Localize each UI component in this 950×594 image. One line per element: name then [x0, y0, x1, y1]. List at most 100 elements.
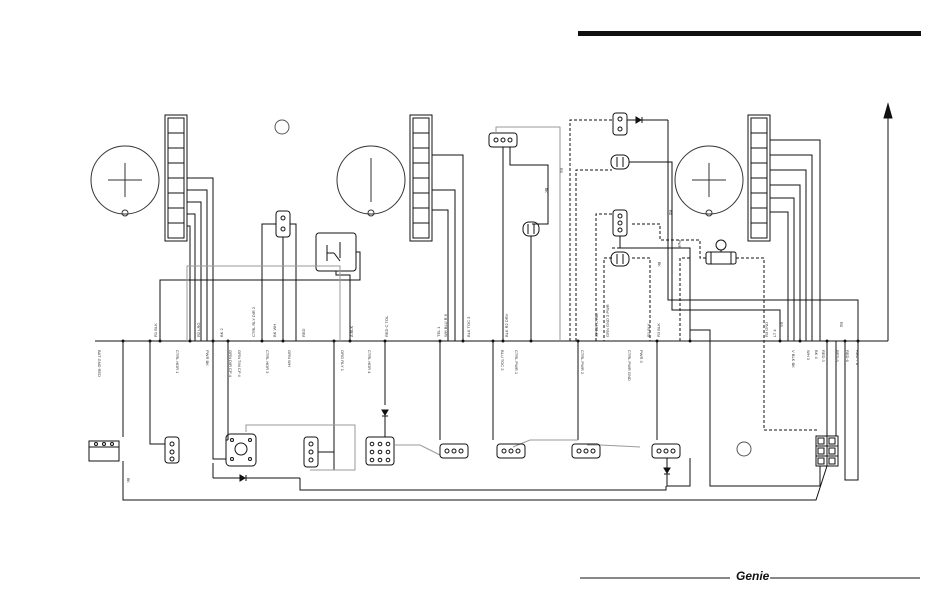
diode-low-left [213, 474, 300, 482]
branch-label: BK [126, 478, 130, 483]
connector-low-6 [571, 443, 601, 459]
wire-label: GRN WH [287, 350, 292, 367]
diode-low-mid [381, 409, 389, 417]
wires-middle-strip [432, 154, 464, 341]
bus-dots [121, 339, 860, 343]
wire-label: WH BLU R 6 [443, 313, 448, 337]
wire-label: LT 4 [772, 329, 777, 337]
wire [690, 329, 821, 487]
wire-label: RED 3 [821, 350, 826, 363]
wire [509, 147, 549, 225]
wire [149, 440, 165, 445]
branch-label: BK [657, 262, 661, 267]
connector-low-7 [651, 443, 681, 459]
wire-label: CTRL PWR 2 [580, 350, 585, 375]
connector-strip-right [747, 114, 771, 242]
wire [844, 341, 859, 481]
mounting-hole [736, 441, 752, 457]
wire [619, 236, 691, 341]
relay-box [315, 232, 357, 272]
wire-label: RED C TOL [384, 315, 389, 337]
wire-label: CTRL PWR 1 [514, 350, 519, 375]
wire-label: ORG RLY 1 [340, 350, 345, 372]
ground-return [122, 461, 828, 501]
connector-low-3 [365, 436, 395, 466]
mounting-hole [274, 119, 290, 135]
wire-label: BLU TOC 3 [500, 350, 505, 371]
gauge-right [674, 145, 744, 217]
wire [335, 271, 351, 341]
wire-label: CTRL HDR 3 [265, 350, 270, 374]
wire [666, 458, 691, 487]
connector-low-4 [439, 443, 469, 459]
branch-label: RD [559, 168, 563, 174]
wire-label: BAT GND RED [97, 350, 102, 377]
wires-left-strip [187, 177, 214, 341]
wire-label: A BLK [349, 326, 354, 337]
wire-label: PWR 3 [639, 350, 644, 363]
wire-label: GRN GND 3 PWR [605, 304, 610, 337]
header-bar [578, 31, 921, 36]
dashed-harness [569, 119, 818, 431]
diode-low-right [663, 467, 671, 475]
wire-label: BLK R2 DRV [504, 313, 509, 337]
branch-label: BK [544, 188, 548, 193]
wire-label: RED [301, 328, 306, 337]
branch-label: PWR [677, 240, 681, 249]
connector-top-1 [275, 210, 291, 238]
wire-label: R1 BLK [153, 323, 158, 337]
diode-top [627, 116, 668, 124]
wire-label: RED 5 [835, 350, 840, 363]
wire-label: SPWR CTRL [594, 313, 599, 337]
wire [261, 223, 276, 341]
connector-low-5 [496, 443, 526, 459]
wire-label: PWR BK [205, 350, 210, 366]
wire-label: R2 LRG [196, 323, 201, 337]
wire [290, 223, 297, 341]
wire-label: CTRL RLY DIR 2 [251, 306, 256, 337]
branch-labels: RD BK BK RD PWR BK RD RD [126, 168, 843, 483]
wire-label: BK 2 [219, 328, 224, 337]
connector-top-2 [488, 132, 518, 148]
wire-label: BK WH [272, 324, 277, 337]
wire-label: R3 BLK [656, 323, 661, 337]
wire-label: RED 7 8 [855, 350, 860, 366]
wire-label: CTRL HDR 1 [175, 350, 180, 374]
terminal-block [815, 435, 839, 467]
connector-strip-middle [409, 114, 433, 242]
branch-label: RD [668, 210, 672, 216]
wire-label: BLK TOC 3 [466, 316, 471, 337]
gauge-middle [336, 145, 406, 217]
wire [212, 440, 226, 460]
wire-label: WH 3 [806, 350, 811, 361]
genie-logo: Genie [736, 569, 770, 583]
wire [299, 478, 667, 491]
wire [159, 251, 361, 341]
wire-label: CTRL HDR 4 [367, 350, 372, 374]
wire-label: R3 GND [764, 322, 769, 337]
wire-label: GRN TIM CP 4 [237, 350, 242, 378]
branch-label: RD [839, 322, 843, 328]
wires-right-strip [770, 139, 821, 341]
wire-label: GRN DIR CP 4 [228, 350, 233, 378]
inline-fuse [705, 239, 737, 265]
wire-light [495, 126, 561, 341]
battery-box [88, 440, 120, 462]
wire-label: RED 6 [845, 350, 850, 363]
connector-low-1 [164, 436, 180, 464]
gauge-left [90, 145, 160, 217]
bus-drops [122, 341, 846, 470]
wire-label: CTRL PWR GND [627, 350, 632, 381]
branch-label: RD [779, 322, 783, 328]
connector-strip-left [164, 114, 188, 242]
wire [629, 161, 781, 341]
wire-label: TEL 1 [436, 326, 441, 337]
connector-low-2 [303, 436, 319, 468]
light-harness [186, 265, 641, 471]
wire-labels: BAT GND RED R1 BLK CTRL HDR 1 R2 LRG PWR BK B… [97, 304, 860, 381]
wire-label: BK 4 [814, 350, 819, 359]
wire [667, 120, 859, 341]
output-arrow [883, 102, 893, 341]
wire-label: V BLK BK [791, 350, 796, 368]
wire-label: R1 BLK [646, 323, 651, 337]
